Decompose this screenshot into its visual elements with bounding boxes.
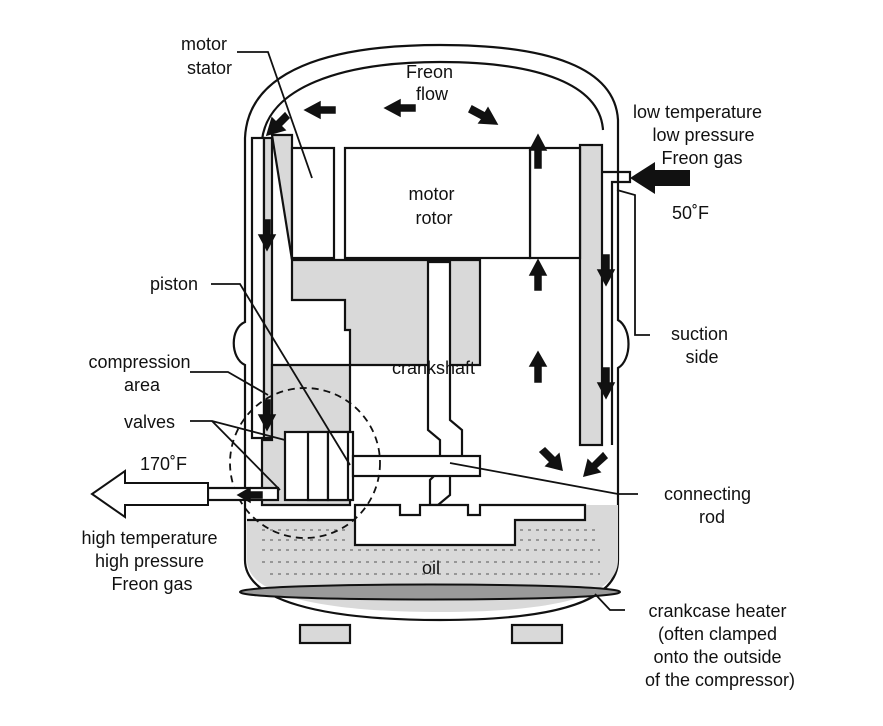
label-freon-flow: Freon flow (406, 62, 458, 104)
cylinder-block (260, 363, 482, 507)
label-crankshaft: crankshaft (392, 358, 475, 378)
label-low-temp-gas: low temperature low pressure Freon gas (633, 102, 767, 168)
label-oil: oil (422, 558, 440, 578)
label-high-temp-gas: high temperature high pressure Freon gas (81, 528, 222, 594)
discharge-tube (250, 136, 274, 440)
label-valves: valves (124, 412, 175, 432)
suction-pipe (602, 170, 632, 445)
crankcase-heater (238, 583, 622, 601)
label-compression-area: compression area (88, 352, 195, 395)
outlet-arrow-icon (90, 469, 209, 519)
label-motor-rotor: motor rotor (408, 184, 459, 228)
compressor-feet (298, 623, 564, 645)
motor-rotor (343, 146, 532, 260)
label-temp-in: 50˚F (672, 203, 709, 223)
label-connecting-rod: connecting rod (664, 484, 756, 527)
label-crankcase-heater: crankcase heater (often clamped onto the… (645, 601, 795, 690)
label-temp-out: 170˚F (140, 454, 187, 474)
crankshaft (426, 260, 464, 507)
label-suction-side: suction side (671, 324, 733, 367)
inlet-arrow-icon (630, 162, 690, 194)
label-motor-stator: motor stator (181, 34, 232, 78)
compression-area-circle (229, 387, 381, 539)
leader-lines (190, 51, 650, 611)
flow-arrow-icon (236, 98, 616, 504)
label-piston: piston (150, 274, 198, 294)
